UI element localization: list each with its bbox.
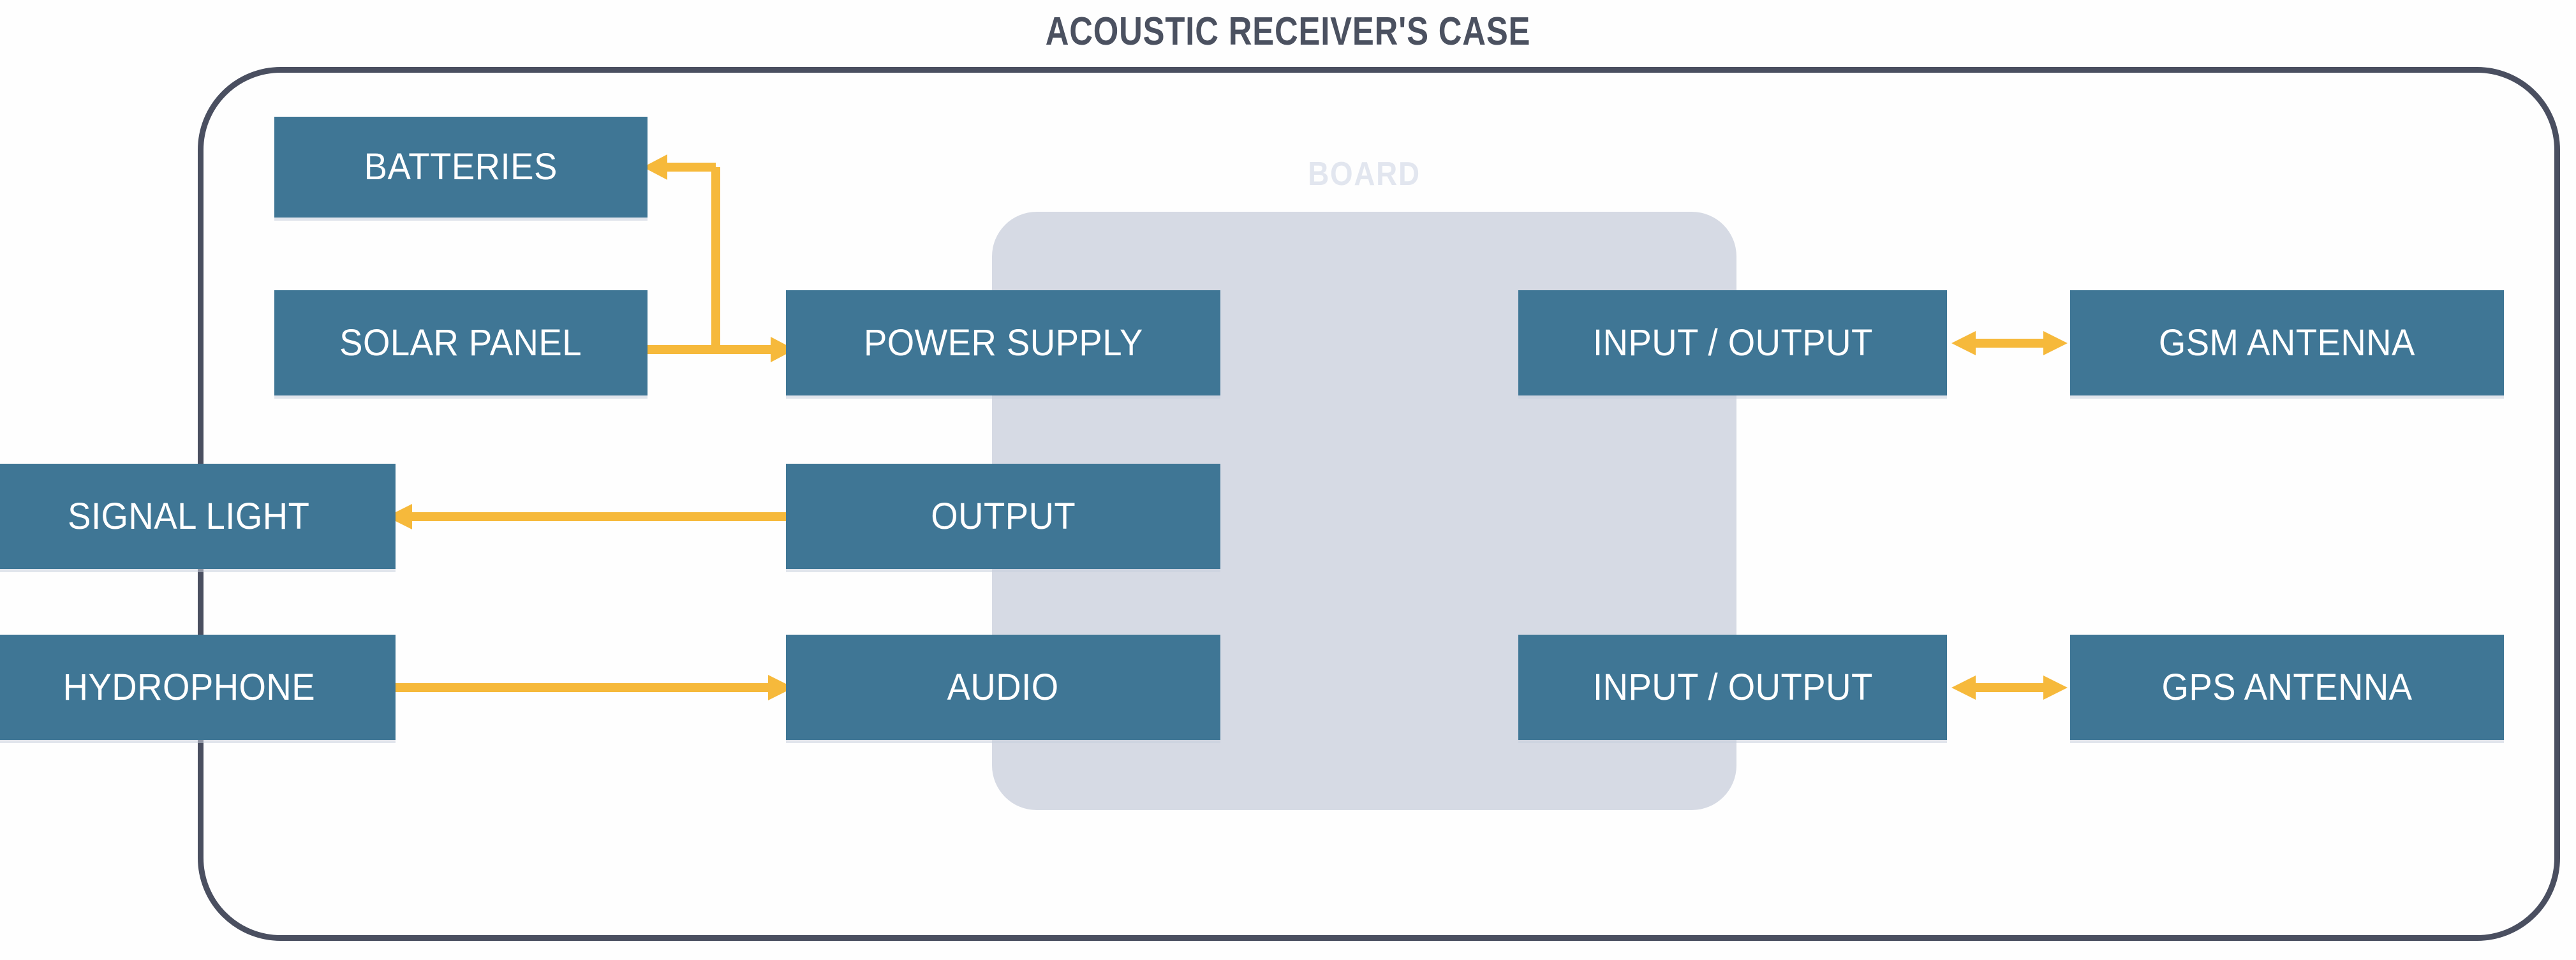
- node-gps-antenna-label: GPS ANTENNA: [2161, 666, 2413, 708]
- node-output[interactable]: OUTPUT: [786, 464, 1220, 569]
- node-output-label: OUTPUT: [931, 495, 1076, 537]
- node-audio[interactable]: AUDIO: [786, 635, 1220, 740]
- node-signal-light-label: SIGNAL LIGHT: [68, 495, 310, 537]
- node-power-supply-label: POWER SUPPLY: [863, 321, 1143, 364]
- node-gsm-antenna[interactable]: GSM ANTENNA: [2070, 290, 2504, 395]
- connector-hydrophone-to-audio: [389, 674, 797, 702]
- node-gsm-antenna-label: GSM ANTENNA: [2158, 321, 2415, 364]
- node-power-supply[interactable]: POWER SUPPLY: [786, 290, 1220, 395]
- board-label: BOARD: [1308, 156, 1421, 193]
- node-batteries[interactable]: BATTERIES: [274, 117, 648, 218]
- node-solar-panel-label: SOLAR PANEL: [339, 321, 582, 364]
- node-input-output-bottom[interactable]: INPUT / OUTPUT: [1518, 635, 1947, 740]
- node-signal-light[interactable]: SIGNAL LIGHT: [0, 464, 396, 569]
- node-input-output-bottom-label: INPUT / OUTPUT: [1592, 666, 1873, 708]
- node-hydrophone[interactable]: HYDROPHONE: [0, 635, 396, 740]
- node-input-output-top-label: INPUT / OUTPUT: [1592, 321, 1873, 364]
- node-gps-antenna[interactable]: GPS ANTENNA: [2070, 635, 2504, 740]
- connector-solar-power-batteries: [638, 153, 804, 370]
- node-batteries-label: BATTERIES: [364, 146, 558, 188]
- page-title: ACOUSTIC RECEIVER'S CASE: [1045, 10, 1531, 54]
- connector-output-to-signal-light: [383, 503, 797, 531]
- node-input-output-top[interactable]: INPUT / OUTPUT: [1518, 290, 1947, 395]
- node-hydrophone-label: HYDROPHONE: [63, 666, 315, 708]
- connector-io-gsm-antenna: [1949, 329, 2070, 357]
- node-solar-panel[interactable]: SOLAR PANEL: [274, 290, 648, 395]
- node-audio-label: AUDIO: [947, 666, 1060, 708]
- connector-io-gps-antenna: [1949, 674, 2070, 702]
